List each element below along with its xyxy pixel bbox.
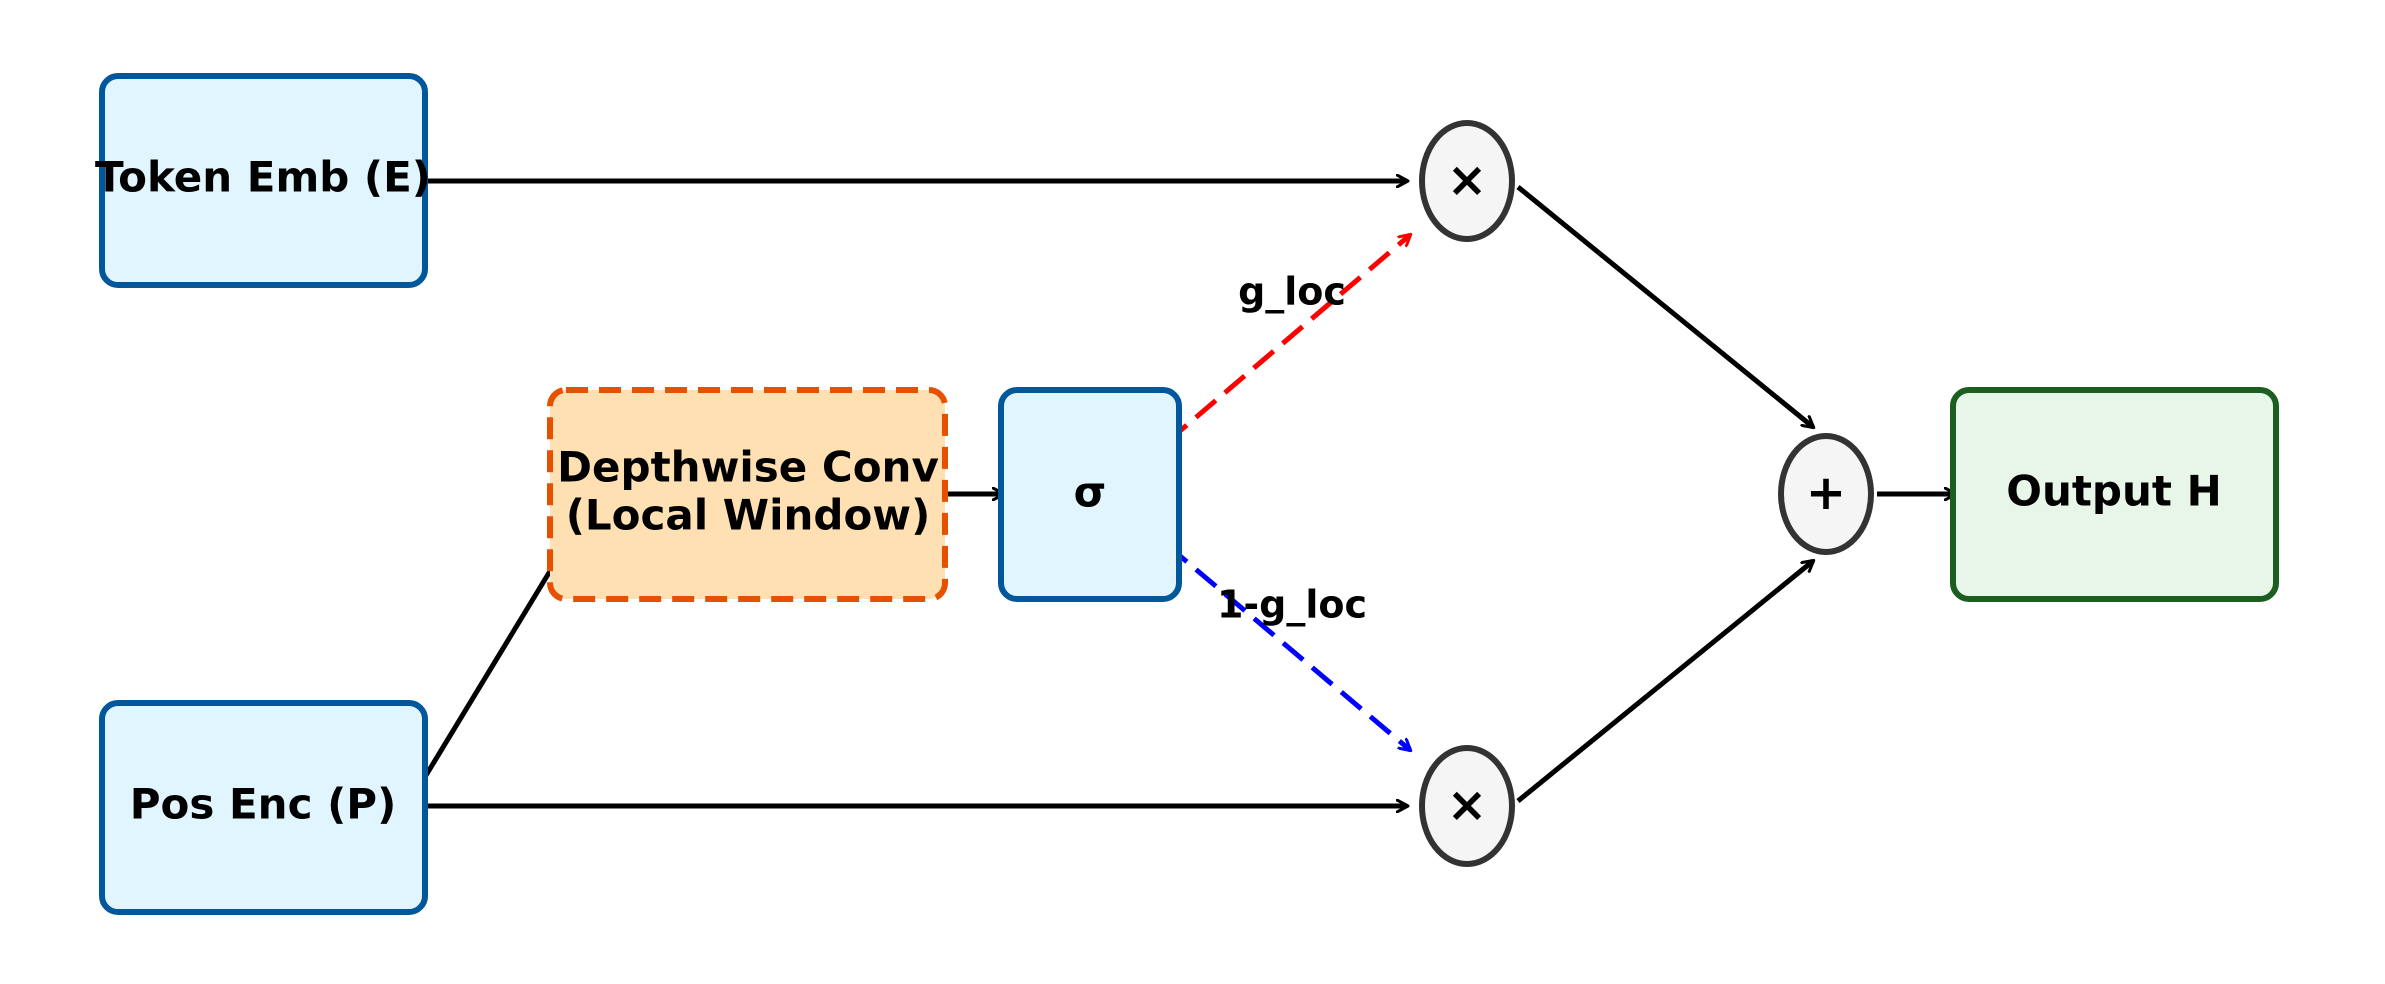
- token-emb-label: Token Emb (E): [95, 153, 431, 202]
- depthwise-conv-label-line2: (Local Window): [566, 491, 931, 540]
- mult-top-label: ×: [1447, 152, 1487, 208]
- token-emb-node: Token Emb (E): [95, 73, 431, 288]
- mult-bottom-node: ×: [1419, 745, 1515, 867]
- edges: [408, 181, 1955, 806]
- mult-top-circle: [1419, 120, 1515, 242]
- mult-bottom-label: ×: [1447, 777, 1487, 833]
- add-label: +: [1806, 465, 1846, 521]
- sigmoid-node: σ: [998, 387, 1182, 602]
- add-node: +: [1778, 433, 1874, 555]
- edge-sigmoid-to-mult-top-gate: [1165, 235, 1410, 444]
- edge-mult-bottom-to-add: [1516, 561, 1813, 803]
- pos-enc-node: Pos Enc (P): [99, 700, 428, 915]
- output-node: Output H: [1950, 387, 2279, 602]
- gate-edge-label: g_loc: [1238, 270, 1346, 314]
- output-box: [1950, 387, 2279, 602]
- add-circle: [1778, 433, 1874, 555]
- sigmoid-label: σ: [1074, 468, 1107, 517]
- edge-sigmoid-to-mult-bottom-inverse-gate: [1165, 543, 1410, 750]
- inverse-gate-edge-label: 1-g_loc: [1217, 583, 1367, 627]
- pos-enc-label: Pos Enc (P): [130, 780, 397, 829]
- sigmoid-box: [998, 387, 1182, 602]
- edge-mult-top-to-add: [1516, 185, 1813, 427]
- mult-top-node: ×: [1419, 120, 1515, 242]
- token-emb-box: [99, 73, 428, 288]
- edge-pos-enc-to-depthwise-conv: [408, 553, 564, 802]
- depthwise-conv-label-line1: Depthwise Conv: [557, 443, 939, 492]
- depthwise-conv-node: Depthwise Conv (Local Window): [547, 387, 948, 602]
- pos-enc-box: [99, 700, 428, 915]
- mult-bottom-circle: [1419, 745, 1515, 867]
- output-label: Output H: [2006, 467, 2222, 516]
- depthwise-conv-box: [547, 387, 948, 602]
